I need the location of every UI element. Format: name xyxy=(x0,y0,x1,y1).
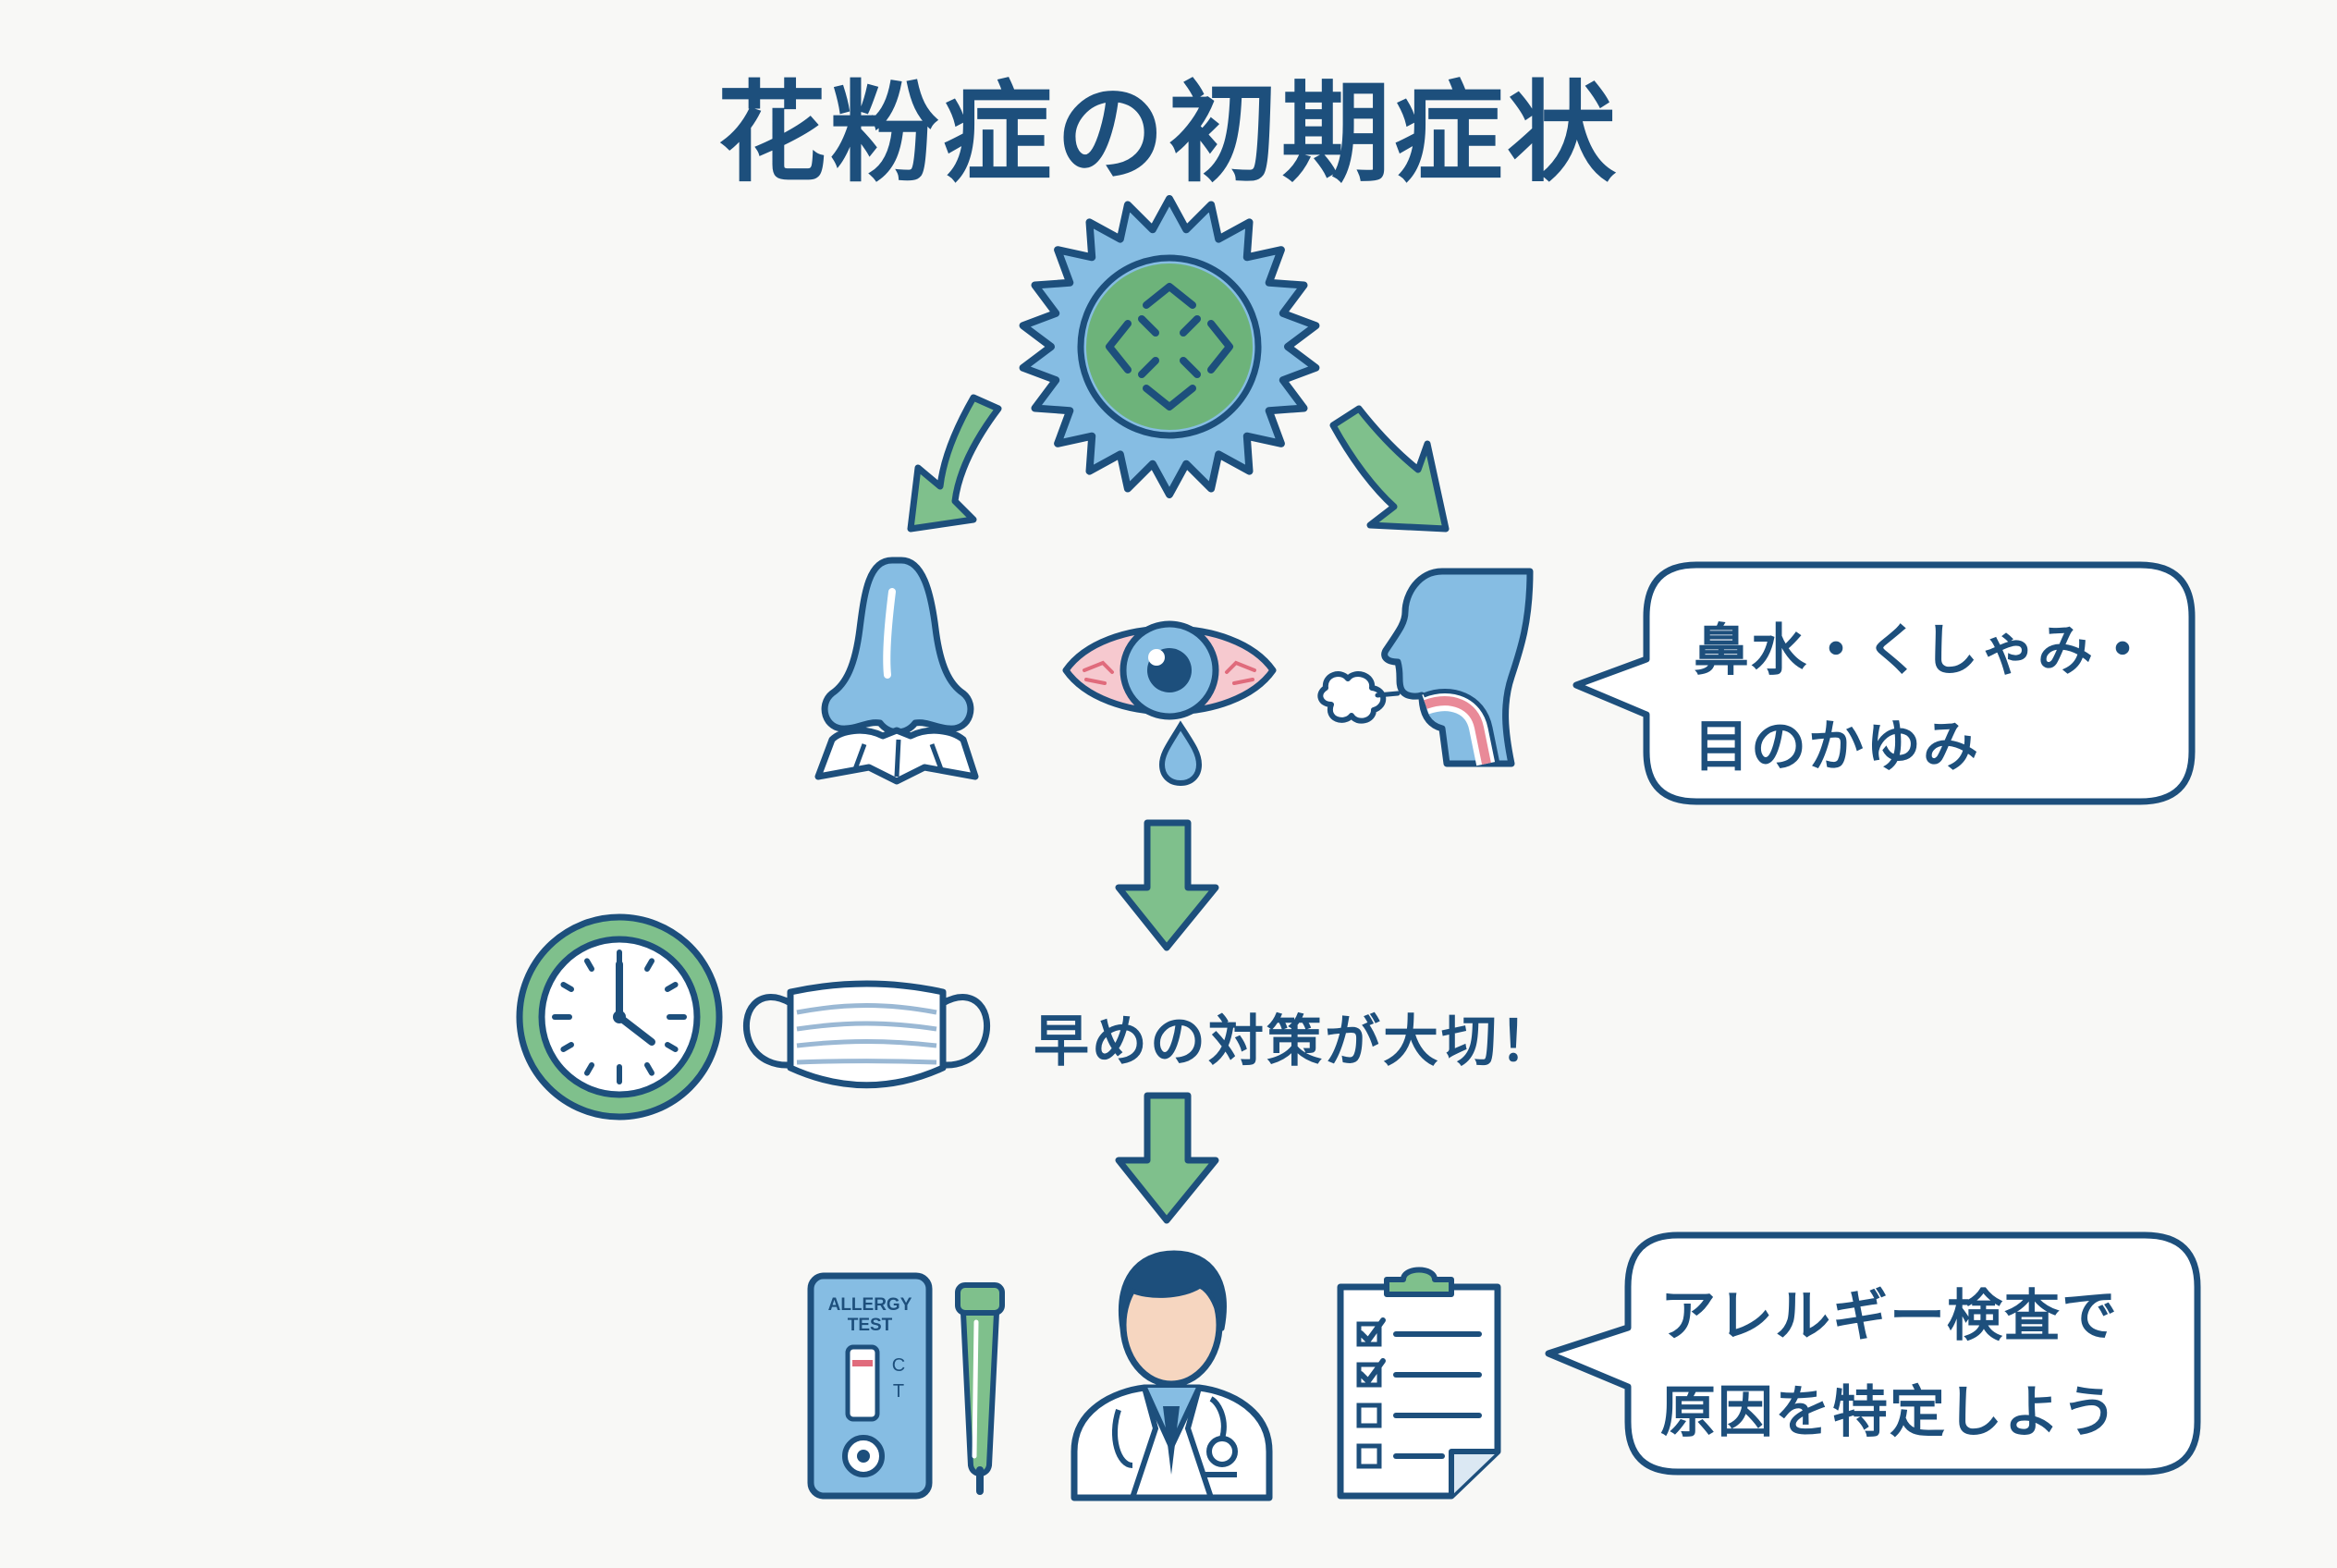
action-text: 早めの対策が大切！ xyxy=(1034,1010,1558,1074)
clock-icon xyxy=(516,913,723,1121)
nose-tissue-icon xyxy=(814,557,979,785)
arrow-down-right-icon xyxy=(1329,405,1450,533)
test-bubble-text: アレルギー検査で 原因を特定しよう xyxy=(1660,1268,2119,1461)
clock-tick xyxy=(644,958,655,972)
arrow-down-icon xyxy=(1115,819,1219,951)
test-kit-mark-t: T xyxy=(893,1381,904,1402)
test-kit-label-2: TEST xyxy=(848,1316,893,1335)
arrow-down-left-icon xyxy=(907,394,1002,533)
doctor-icon xyxy=(1071,1250,1273,1501)
allergy-test-kit-icon: ALLERGY TEST C T xyxy=(807,1272,933,1500)
test-tube-icon xyxy=(955,1282,1005,1495)
clock-tick xyxy=(584,958,594,972)
red-eye-icon xyxy=(1062,620,1277,787)
symptoms-speech-bubble xyxy=(1572,561,2196,805)
clock-tick xyxy=(560,982,574,992)
symptoms-bubble-text: 鼻水・くしゃみ・ 目のかゆみ xyxy=(1694,603,2152,795)
page-title: 花粉症の初期症状 xyxy=(716,69,1620,197)
test-speech-bubble xyxy=(1545,1231,2201,1476)
sneeze-throat-icon xyxy=(1317,568,1534,767)
clipboard-checklist-icon xyxy=(1337,1267,1501,1500)
arrow-down-icon-2 xyxy=(1115,1092,1219,1224)
test-line-1: アレルギー検査で xyxy=(1660,1284,2119,1349)
test-kit-mark-c: C xyxy=(892,1355,905,1376)
clock-tick xyxy=(665,1042,679,1052)
clock-tick xyxy=(584,1062,594,1076)
clock-tick xyxy=(560,1042,574,1052)
test-line-2: 原因を特定しよう xyxy=(1660,1380,2119,1445)
pollen-icon xyxy=(1019,195,1320,498)
clock-tick xyxy=(665,982,679,992)
symptoms-line-2: 目のかゆみ xyxy=(1694,715,1980,779)
test-kit-label-1: ALLERGY xyxy=(828,1295,912,1315)
clock-tick xyxy=(644,1062,655,1076)
mask-icon xyxy=(742,980,991,1089)
symptoms-line-1: 鼻水・くしゃみ・ xyxy=(1694,619,2152,683)
